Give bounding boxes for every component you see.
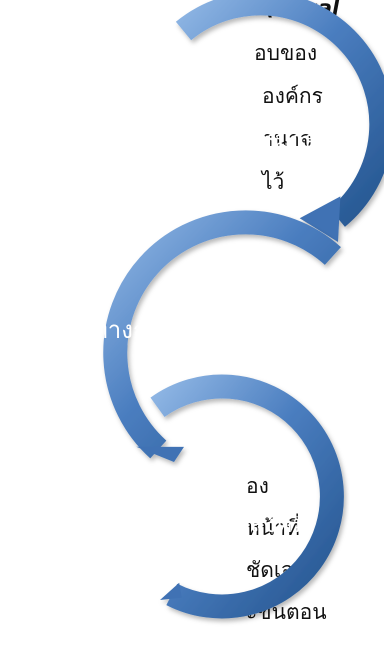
ring-arrow-1 [175,0,384,242]
text-line-bottom-1: อง [246,474,269,498]
node-label-legal: ทางกฎหมาย [188,126,319,154]
text-line-top-2: อบของ [254,41,318,65]
text-line-bottom-2: หน้าที่ [246,516,300,540]
node-label-political: ทางการเมือง [92,316,224,344]
node-label-social: ทางสังคม [209,510,308,538]
text-line-top-3: องค์กร [262,84,323,108]
ring-arrow-2 [103,210,341,462]
text-line-top-4: านาจ [262,127,313,151]
text-line-top-5: ไว้ [262,170,285,194]
ring-arrow-3 [150,374,344,619]
